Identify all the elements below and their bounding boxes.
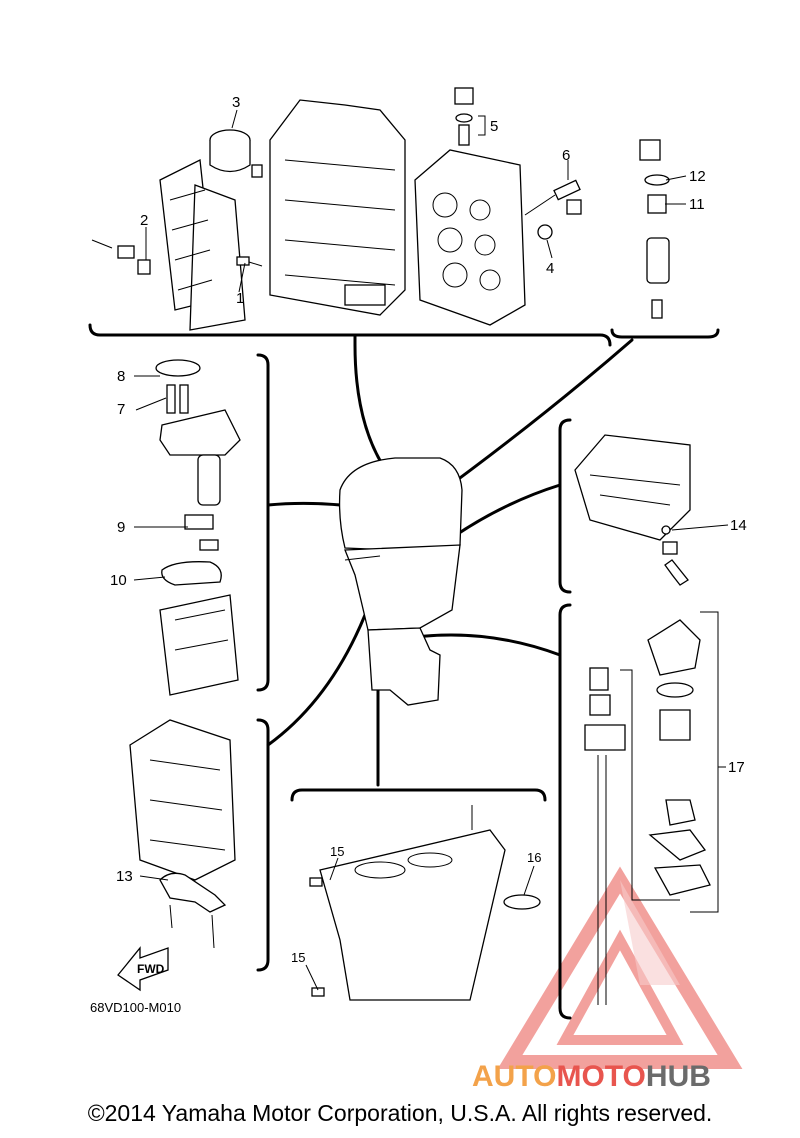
- top-brace-main: [88, 323, 612, 347]
- watermark-logo: [497, 866, 743, 1069]
- lower-casing-assembly: [309, 805, 541, 1001]
- diagram-code: 68VD100-M010: [90, 1000, 181, 1015]
- callout-15-upper: 15: [330, 844, 344, 859]
- leader-lines: [133, 109, 729, 991]
- oil-pan-assembly: [574, 434, 691, 586]
- callout-6: 6: [562, 147, 570, 164]
- callout-15-lower: 15: [291, 950, 305, 965]
- callout-3: 3: [232, 94, 240, 111]
- callout-9: 9: [117, 519, 125, 536]
- left-brace-upper: [256, 353, 270, 692]
- callout-1: 1: [236, 290, 244, 307]
- cylinder-head: [414, 149, 526, 326]
- callout-labels: 1 2 3 4 5 6 7 8 9 10 11 12 13 14 15 15 1…: [110, 94, 747, 965]
- copyright-notice: ©2014 Yamaha Motor Corporation, U.S.A. A…: [87, 1100, 713, 1126]
- bracket-assembly: [129, 719, 236, 949]
- fwd-arrow: FWD: [117, 946, 169, 992]
- callout-17: 17: [728, 759, 745, 776]
- callout-10: 10: [110, 572, 127, 589]
- callout-2: 2: [140, 212, 148, 229]
- callout-7: 7: [117, 401, 125, 418]
- oil-filter: [209, 129, 263, 178]
- thermo-switch-parts: [454, 87, 474, 146]
- fuel-filter-assembly: [639, 139, 670, 319]
- bottom-brace: [290, 788, 547, 802]
- right-brace-upper: [558, 418, 572, 594]
- sensor-parts: [524, 179, 582, 240]
- svg-text:AUTOMOTOHUB: AUTOMOTOHUB: [472, 1060, 711, 1093]
- top-brace-right: [610, 328, 720, 339]
- watermark-moto: MOTO: [556, 1060, 645, 1093]
- callout-16: 16: [527, 850, 541, 865]
- callout-4: 4: [546, 260, 554, 277]
- watermark-hub: HUB: [646, 1060, 711, 1093]
- right-brace-lower: [558, 603, 572, 1020]
- water-pump-assembly: [584, 611, 719, 1005]
- watermark-auto: AUTO: [472, 1060, 556, 1093]
- callout-12: 12: [689, 168, 706, 185]
- callout-13: 13: [116, 868, 133, 885]
- cylinder-block: [269, 99, 406, 316]
- callout-8: 8: [117, 368, 125, 385]
- callout-11: 11: [689, 196, 705, 213]
- callout-14: 14: [730, 517, 747, 534]
- fwd-label: FWD: [137, 962, 165, 976]
- vapor-separator-assembly: [155, 359, 241, 696]
- outboard-motor-outline: [338, 457, 463, 706]
- left-brace-lower: [256, 718, 270, 972]
- watermark-text: AUTOMOTOHUB: [472, 1060, 711, 1093]
- callout-5: 5: [490, 118, 498, 135]
- exhaust-cover-assembly: [91, 158, 263, 331]
